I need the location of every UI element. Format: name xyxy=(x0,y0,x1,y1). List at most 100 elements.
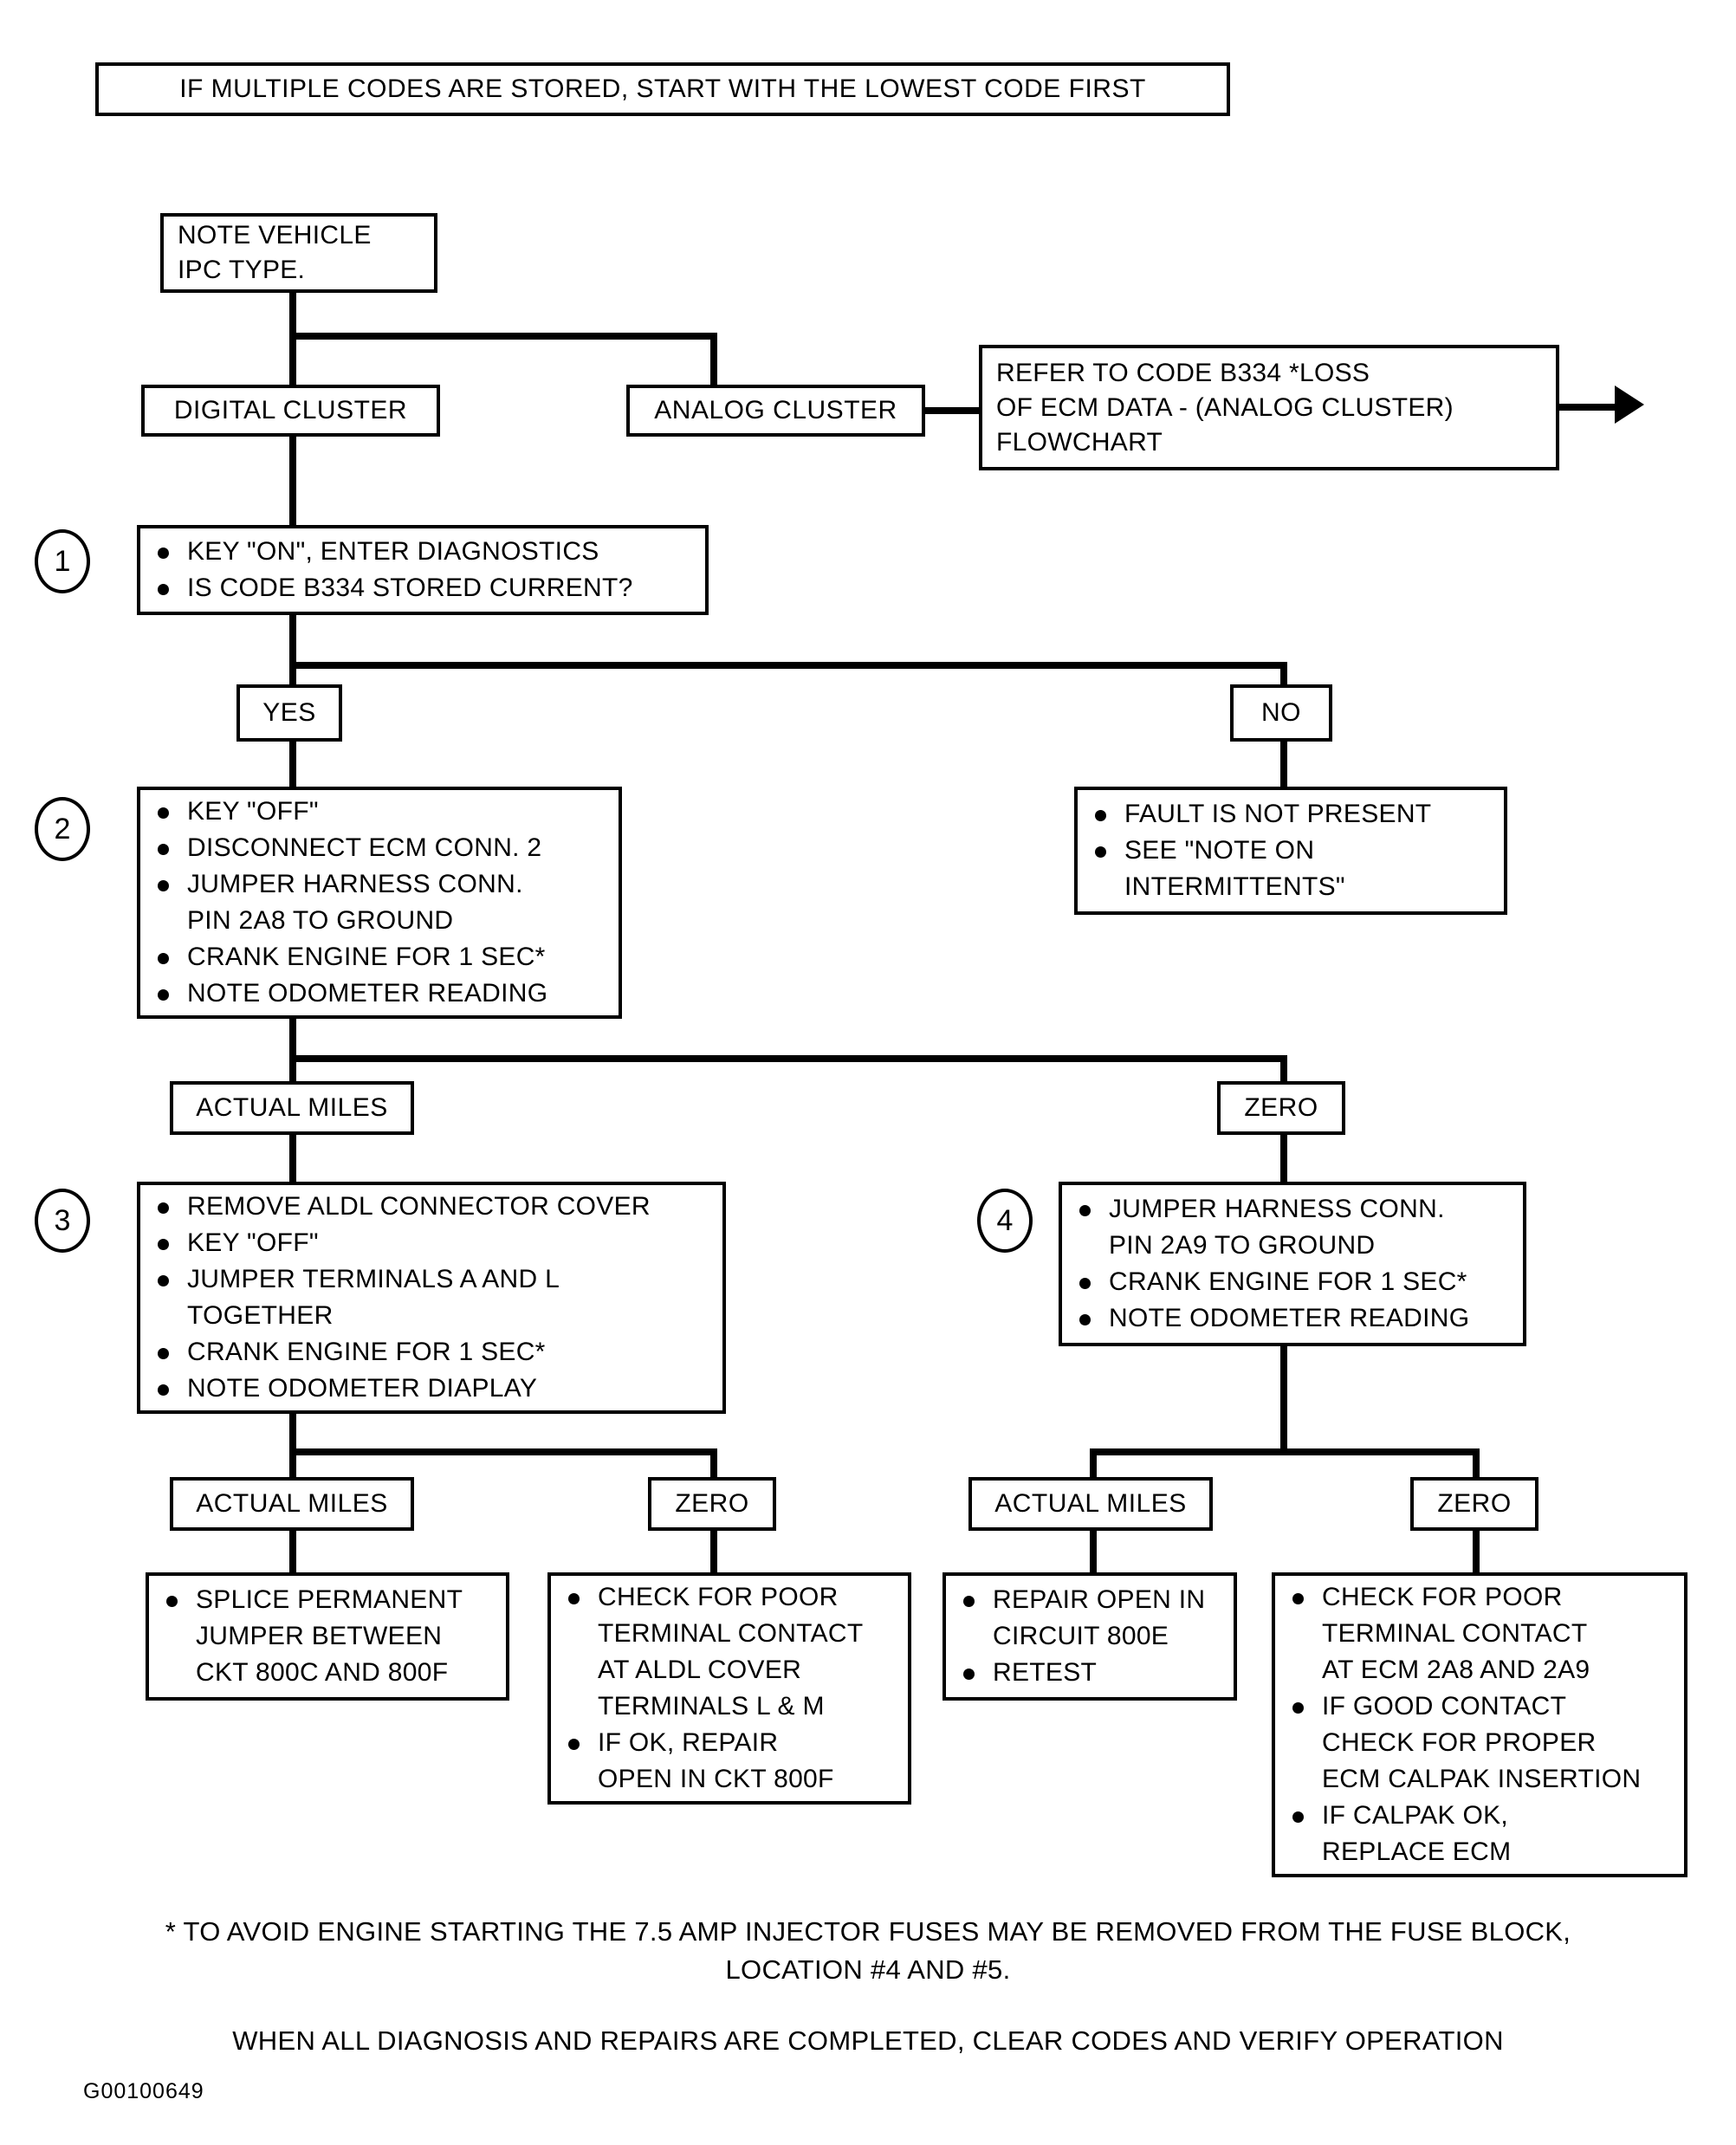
refer-line-1: REFER TO CODE B334 *LOSS xyxy=(996,358,1370,387)
step-2-item-3: PIN 2A8 TO GROUND xyxy=(187,906,454,935)
connector-actual-miles-3-down xyxy=(1090,1531,1097,1574)
connector-step3-down xyxy=(289,1414,296,1455)
connector-step2-down xyxy=(289,1019,296,1062)
connector-step1-down xyxy=(289,615,296,669)
zero-3-label: ZERO xyxy=(1437,1489,1512,1518)
node-result-repair-open: REPAIR OPEN IN CIRCUIT 800E RETEST xyxy=(942,1572,1237,1701)
connector-to-zero-2 xyxy=(710,1448,717,1485)
branch-label-actual-miles-3: ACTUAL MILES xyxy=(968,1477,1213,1531)
result-ecm-item-4: CHECK FOR PROPER xyxy=(1322,1728,1597,1757)
figure-id: G00100649 xyxy=(83,2079,204,2103)
step-3-item-2: JUMPER TERMINALS A AND L xyxy=(154,1261,709,1298)
connector-to-no xyxy=(1280,662,1287,702)
step-3-item-3: TOGETHER xyxy=(187,1301,334,1330)
result-aldl-item-0: CHECK FOR POOR xyxy=(565,1579,894,1616)
step-1-item-0: KEY "ON", ENTER DIAGNOSTICS xyxy=(154,534,691,570)
step-2-item-5: NOTE ODOMETER READING xyxy=(154,975,605,1012)
step-4-item-1: PIN 2A9 TO GROUND xyxy=(1109,1231,1376,1260)
node-result-splice-jumper: SPLICE PERMANENT JUMPER BETWEEN CKT 800C… xyxy=(146,1572,509,1701)
result-ecm-item-5: ECM CALPAK INSERTION xyxy=(1322,1765,1642,1793)
result-aldl-item-1: TERMINAL CONTACT xyxy=(598,1619,864,1648)
result-ecm-item-0: CHECK FOR POOR xyxy=(1289,1579,1670,1616)
step-1-item-1: IS CODE B334 STORED CURRENT? xyxy=(154,570,691,606)
connector-analog-to-refer xyxy=(922,407,982,414)
connector-step4-split xyxy=(1090,1448,1480,1455)
connector-step4-down xyxy=(1280,1346,1287,1455)
step-3-item-5: NOTE ODOMETER DIAPLAY xyxy=(154,1371,709,1407)
branch-label-no: NO xyxy=(1230,684,1332,742)
branch-label-actual-miles-2: ACTUAL MILES xyxy=(170,1477,414,1531)
header-note-box: IF MULTIPLE CODES ARE STORED, START WITH… xyxy=(95,62,1230,116)
connector-to-zero-3 xyxy=(1473,1448,1480,1485)
exit-arrow-icon xyxy=(1615,386,1644,424)
node-result-aldl-contact: CHECK FOR POOR TERMINAL CONTACT AT ALDL … xyxy=(547,1572,911,1805)
connector-start-down xyxy=(289,293,296,338)
header-note-text: IF MULTIPLE CODES ARE STORED, START WITH… xyxy=(179,75,1146,103)
no-label: NO xyxy=(1261,698,1301,727)
result-aldl-item-2: AT ALDL COVER xyxy=(598,1656,802,1684)
step-1-items: KEY "ON", ENTER DIAGNOSTICS IS CODE B334… xyxy=(154,534,691,606)
connector-step2-split xyxy=(289,1055,1287,1062)
step-2-item-2: JUMPER HARNESS CONN. xyxy=(154,866,605,903)
connector-to-analog xyxy=(710,333,717,385)
node-step-1: KEY "ON", ENTER DIAGNOSTICS IS CODE B334… xyxy=(137,525,709,615)
connector-actual-miles-1-down xyxy=(289,1135,296,1183)
analog-cluster-label: ANALOG CLUSTER xyxy=(654,396,897,424)
result-aldl-items: CHECK FOR POOR TERMINAL CONTACT AT ALDL … xyxy=(565,1579,894,1798)
result-splice-item-2: CKT 800C AND 800F xyxy=(196,1658,449,1687)
result-ecm-item-6: IF CALPAK OK, xyxy=(1289,1798,1670,1834)
step-4-item-0: JUMPER HARNESS CONN. xyxy=(1076,1191,1509,1228)
connector-to-actual-miles-1 xyxy=(289,1055,296,1097)
step-number-4: 4 xyxy=(977,1189,1033,1253)
step-3-items: REMOVE ALDL CONNECTOR COVER KEY "OFF" JU… xyxy=(154,1189,709,1407)
step-3-item-4: CRANK ENGINE FOR 1 SEC* xyxy=(154,1334,709,1371)
result-ecm-items: CHECK FOR POOR TERMINAL CONTACT AT ECM 2… xyxy=(1289,1579,1670,1870)
refer-line-3: FLOWCHART xyxy=(996,427,1163,457)
step-3-number: 3 xyxy=(54,1203,71,1237)
result-repair-item-2: RETEST xyxy=(960,1655,1220,1691)
step-2-items: KEY "OFF" DISCONNECT ECM CONN. 2 JUMPER … xyxy=(154,794,605,1012)
step-2-item-4: CRANK ENGINE FOR 1 SEC* xyxy=(154,939,605,975)
yes-label: YES xyxy=(262,698,316,727)
branch-label-zero-2: ZERO xyxy=(648,1477,776,1531)
step-4-item-2: CRANK ENGINE FOR 1 SEC* xyxy=(1076,1264,1509,1300)
step-2-item-0: KEY "OFF" xyxy=(154,794,605,830)
branch-label-actual-miles-1: ACTUAL MILES xyxy=(170,1081,414,1135)
zero-1-label: ZERO xyxy=(1244,1093,1318,1122)
refer-line-2: OF ECM DATA - (ANALOG CLUSTER) xyxy=(996,392,1454,422)
connector-zero-3-down xyxy=(1473,1531,1480,1574)
step-1-number: 1 xyxy=(54,544,71,578)
step-number-2: 2 xyxy=(35,797,90,861)
connector-to-digital xyxy=(289,333,296,385)
result-ecm-item-3: IF GOOD CONTACT xyxy=(1289,1688,1670,1725)
actual-miles-1-label: ACTUAL MILES xyxy=(196,1093,388,1122)
result-repair-items: REPAIR OPEN IN CIRCUIT 800E RETEST xyxy=(960,1582,1220,1691)
step-4-item-3: NOTE ODOMETER READING xyxy=(1076,1300,1509,1337)
result-splice-items: SPLICE PERMANENT JUMPER BETWEEN CKT 800C… xyxy=(163,1582,492,1691)
node-result-ecm-calpak: CHECK FOR POOR TERMINAL CONTACT AT ECM 2… xyxy=(1272,1572,1687,1877)
branch-label-yes: YES xyxy=(236,684,342,742)
result-aldl-item-5: OPEN IN CKT 800F xyxy=(598,1765,834,1793)
connector-to-actual-miles-3 xyxy=(1090,1448,1097,1485)
no-result-item-2: INTERMITTENTS" xyxy=(1124,872,1345,901)
step-4-number: 4 xyxy=(996,1203,1014,1237)
result-splice-item-1: JUMPER BETWEEN xyxy=(196,1622,443,1650)
start-line-1: NOTE VEHICLE xyxy=(178,221,372,249)
closing-statement: WHEN ALL DIAGNOSIS AND REPAIRS ARE COMPL… xyxy=(232,2025,1504,2056)
connector-yes-down xyxy=(289,742,296,788)
connector-zero-1-down xyxy=(1280,1135,1287,1183)
actual-miles-2-label: ACTUAL MILES xyxy=(196,1489,388,1518)
result-ecm-item-1: TERMINAL CONTACT xyxy=(1322,1619,1588,1648)
result-repair-item-1: CIRCUIT 800E xyxy=(993,1622,1169,1650)
branch-label-zero-3: ZERO xyxy=(1410,1477,1538,1531)
node-analog-cluster: ANALOG CLUSTER xyxy=(626,385,925,437)
result-aldl-item-3: TERMINALS L & M xyxy=(598,1692,825,1721)
result-repair-item-0: REPAIR OPEN IN xyxy=(960,1582,1220,1618)
node-refer-to-code-b334: REFER TO CODE B334 *LOSS OF ECM DATA - (… xyxy=(979,345,1559,470)
footnote-line-2: LOCATION #4 AND #5. xyxy=(725,1954,1011,1985)
node-step-4: JUMPER HARNESS CONN. PIN 2A9 TO GROUND C… xyxy=(1059,1182,1526,1346)
step-number-3: 3 xyxy=(35,1189,90,1253)
connector-actual-miles-2-down xyxy=(289,1531,296,1574)
connector-start-split xyxy=(289,333,717,340)
